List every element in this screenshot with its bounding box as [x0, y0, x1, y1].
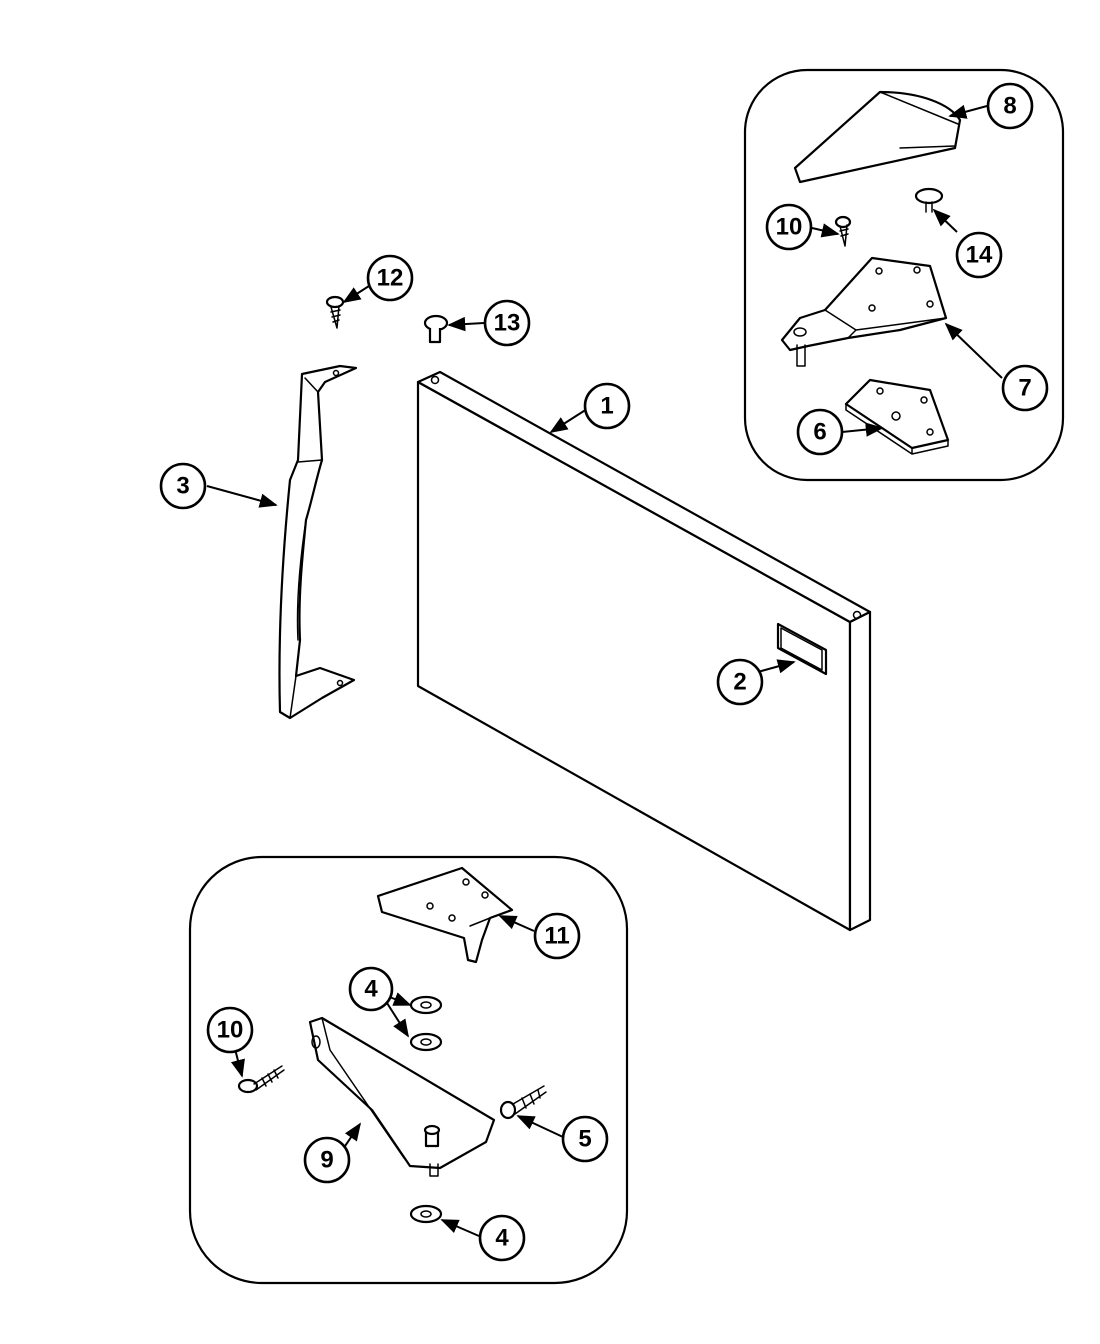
- svg-text:4: 4: [495, 1225, 509, 1252]
- callout-5: 5: [561, 1115, 609, 1163]
- screw-part-12: [325, 295, 345, 329]
- callout-3: 3: [159, 462, 207, 510]
- svg-text:4: 4: [364, 976, 378, 1003]
- svg-text:14: 14: [966, 242, 993, 269]
- svg-text:9: 9: [320, 1147, 333, 1174]
- door-panel-part: [416, 370, 872, 932]
- svg-text:3: 3: [176, 473, 189, 500]
- svg-text:12: 12: [377, 265, 404, 292]
- lower-hinge-bracket-part-11: [376, 866, 514, 964]
- svg-text:5: 5: [578, 1126, 591, 1153]
- plug-part-13: [423, 314, 449, 344]
- callout-8: 8: [986, 82, 1034, 130]
- callout-11: 11: [533, 912, 581, 960]
- svg-text:1: 1: [600, 393, 613, 420]
- callout-10-bottom: 10: [206, 1006, 254, 1054]
- top-right-inset-panel: [743, 68, 1065, 482]
- callout-9: 9: [303, 1136, 351, 1184]
- washer-part-4-lower: [409, 1204, 443, 1224]
- plug-part-14: [914, 187, 944, 213]
- svg-text:10: 10: [217, 1017, 244, 1044]
- callout-14: 14: [955, 231, 1003, 279]
- screw-part-10-bottom: [237, 1065, 285, 1094]
- svg-text:2: 2: [733, 669, 746, 696]
- svg-text:13: 13: [494, 310, 521, 337]
- svg-text:6: 6: [813, 419, 826, 446]
- callout-10-top: 10: [765, 203, 813, 251]
- svg-text:10: 10: [776, 214, 803, 241]
- upper-hinge-part-7: [780, 256, 948, 367]
- washer-part-4-upper: [409, 995, 443, 1052]
- hinge-cover-part-8: [793, 90, 962, 184]
- callout-4-upper: 4: [348, 966, 394, 1012]
- callout-13: 13: [483, 299, 531, 347]
- callout-1: 1: [583, 382, 631, 430]
- svg-text:8: 8: [1003, 93, 1016, 120]
- screw-part-10-top: [834, 215, 852, 247]
- bottom-left-inset-panel: [188, 855, 629, 1285]
- svg-text:7: 7: [1018, 375, 1031, 402]
- shim-part-6: [844, 378, 950, 455]
- callout-12: 12: [366, 254, 414, 302]
- callout-7: 7: [1001, 364, 1049, 412]
- callout-4-lower: 4: [478, 1214, 526, 1262]
- door-handle-part: [278, 364, 358, 720]
- callout-2: 2: [716, 658, 764, 706]
- svg-text:11: 11: [544, 923, 569, 950]
- nameplate-badge-part: [776, 622, 828, 676]
- callout-6: 6: [796, 408, 844, 456]
- lower-hinge-part-9: [308, 1016, 496, 1177]
- screw-part-5: [499, 1085, 547, 1120]
